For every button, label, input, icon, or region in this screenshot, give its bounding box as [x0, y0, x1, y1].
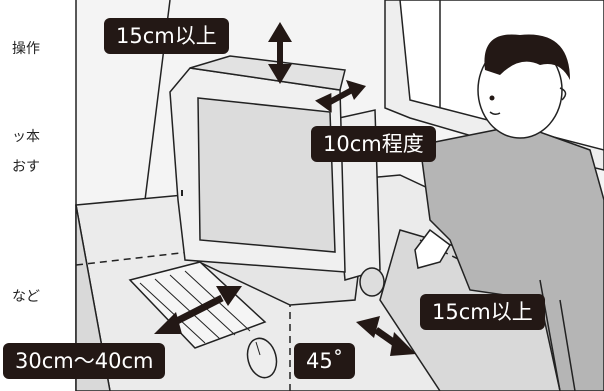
- side-text-line-4: など: [12, 289, 40, 305]
- mouse-button-split: [255, 341, 261, 356]
- monitor-stand-knob: [359, 267, 385, 297]
- arrow-back-clearance: [315, 80, 366, 113]
- keyboard-row-line: [154, 278, 221, 340]
- screen-distance-label: 30cm〜40cm: [3, 343, 166, 379]
- side-text-line-3: おす: [12, 159, 40, 175]
- side-clearance-label: 15cm以上: [420, 294, 545, 330]
- person-mouth: [489, 111, 501, 116]
- mouse: [246, 337, 278, 379]
- person-eye: [489, 95, 495, 101]
- back-clearance-label: 10cm程度: [311, 126, 436, 162]
- monitor-screen: [197, 97, 336, 253]
- arrow-side-clearance: [356, 316, 416, 356]
- person-ear: [559, 87, 567, 101]
- side-text-line-1: 操作: [12, 41, 40, 57]
- arrow-screen-distance: [154, 286, 242, 334]
- keyboard-row-line: [139, 282, 206, 344]
- monitor-top-edge: [189, 55, 346, 91]
- arrow-vertical-top: [268, 22, 292, 84]
- person-sweater: [419, 124, 604, 391]
- screen-angle-label: 45˚: [294, 343, 356, 379]
- person-hand: [414, 228, 451, 269]
- person-hair: [484, 34, 570, 80]
- side-text-line-2: ッ本: [12, 129, 40, 145]
- top-clearance-label: 15cm以上: [104, 18, 229, 54]
